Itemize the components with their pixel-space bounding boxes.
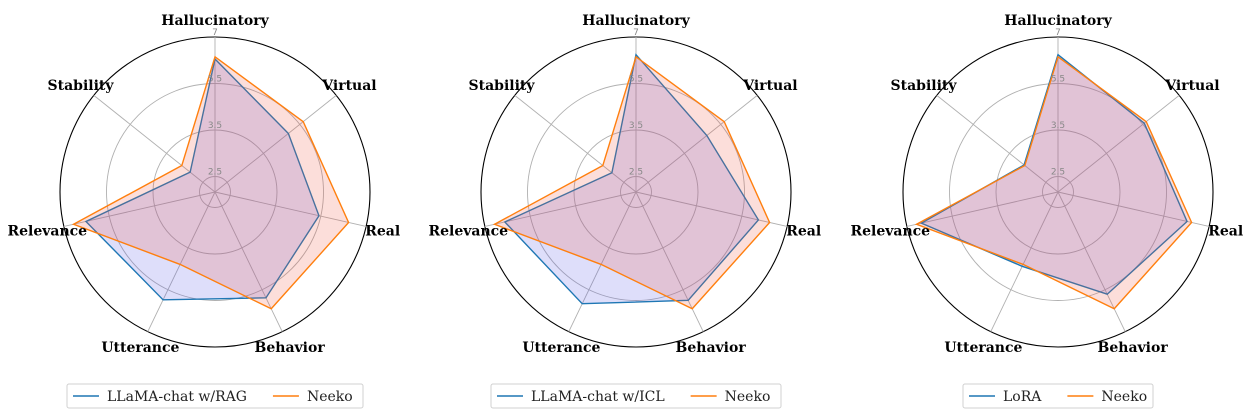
legend-entry: LLaMA-chat w/RAG [107,389,247,405]
axis-label: Hallucinatory [161,13,269,29]
radar-chart-3: 2.5 3.5 5.5 7HallucinatoryVirtualRealBehavi… [851,13,1243,409]
axis-spoke [514,95,637,193]
series-fill [494,56,770,309]
radar-chart-2: 2.5 3.5 5.5 7HallucinatoryVirtualRealBehavi… [429,13,821,409]
axis-spoke [936,95,1059,193]
axis-spoke [147,191,216,332]
radial-tick-label: 2.5 [629,168,643,178]
axis-label: Behavior [1098,340,1169,356]
axis-spoke [1057,191,1210,227]
axis-label: Behavior [255,340,326,356]
legend-entry: LLaMA-chat w/ICL [531,389,665,405]
axis-label: Stability [891,78,958,94]
legend-box [490,383,782,409]
axis-label: Behavior [676,340,747,356]
series-fill [916,56,1192,309]
axis-label: Stability [469,78,536,94]
axis-label: Hallucinatory [582,13,690,29]
axis-label: Relevance [851,223,931,239]
radial-tick-label: 5.5 [1051,75,1065,85]
axis-spoke [990,191,1059,332]
radial-tick-label: 3.5 [208,121,222,131]
axis-label: Hallucinatory [1004,13,1112,29]
legend-box [962,383,1154,409]
axis-spoke [568,191,637,332]
axis-label: Real [786,223,821,239]
axis-label: Relevance [429,223,509,239]
radial-tick-label: 7 [633,28,639,38]
axis-spoke [1057,95,1180,193]
axis-label: Relevance [8,223,88,239]
radial-tick-label: 3.5 [1051,121,1065,131]
radial-tick-label: 2.5 [1051,168,1065,178]
series-line [71,55,350,310]
series-line [503,53,760,305]
axis-spoke [906,191,1059,227]
axis-spoke [214,191,367,227]
radar-chart-1: 2.5 3.5 5.5 7HallucinatoryVirtualRealBehavi… [8,13,400,409]
radial-tick-label: 7 [212,28,218,38]
axis-spoke [93,95,216,193]
legend: LoRA Neeko [962,383,1154,409]
legend-entry: Neeko [725,389,771,405]
legend-entry: Neeko [1101,389,1147,405]
legend: LLaMA-chat w/ICL Neeko [490,383,782,409]
axis-spoke [635,95,758,193]
legend-box [66,383,364,409]
axis-label: Virtual [1164,78,1219,94]
series-line [914,55,1193,310]
series-fill [85,59,319,300]
legend: LLaMA-chat w/RAG Neeko [66,383,364,409]
series-fill [504,54,759,304]
axis-label: Utterance [522,340,600,356]
radial-tick-label: 2.5 [208,168,222,178]
radial-tick-label: 5.5 [629,75,643,85]
axis-spoke [484,191,637,227]
axis-label: Utterance [944,340,1022,356]
axis-spoke [635,191,788,227]
series-fill [921,54,1188,295]
series-line [492,55,771,310]
axis-label: Stability [48,78,115,94]
series-line [84,57,320,301]
axis-label: Virtual [742,78,797,94]
series-fill [73,56,349,309]
radial-tick-label: 3.5 [629,121,643,131]
legend-entry: LoRA [1003,389,1042,405]
axis-label: Real [1208,223,1243,239]
radial-tick-label: 5.5 [208,75,222,85]
radial-tick-label: 7 [1055,28,1061,38]
axis-label: Utterance [101,340,179,356]
legend-entry: Neeko [307,389,353,405]
axis-label: Virtual [321,78,376,94]
axis-label: Real [365,223,400,239]
axis-spoke [214,95,337,193]
